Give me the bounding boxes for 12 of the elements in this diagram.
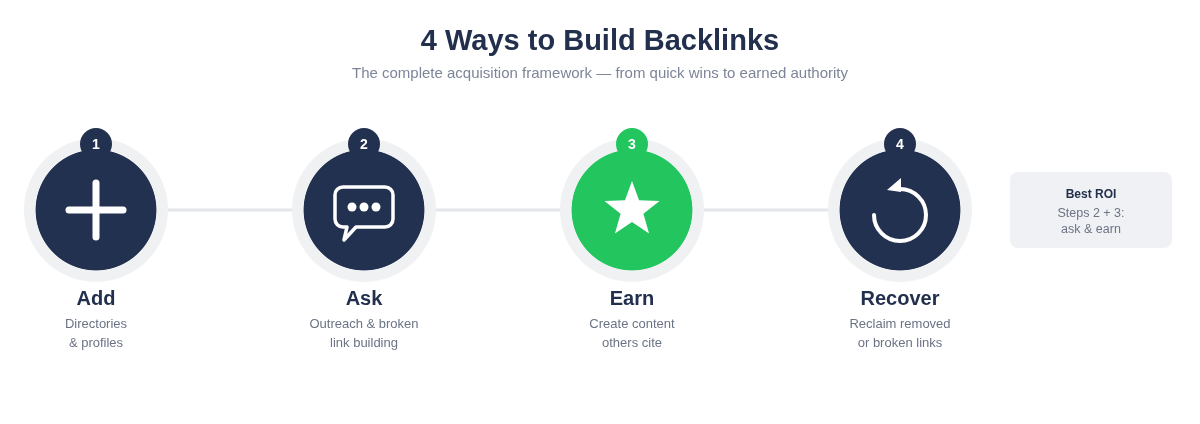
note-title: Best ROI <box>1065 186 1117 202</box>
diagram-title: 4 Ways to Build Backlinks <box>419 23 781 58</box>
step-title: Recover <box>859 286 941 310</box>
diagram-subtitle: The complete acquisition framework — from quick wins to earned authority <box>350 63 850 83</box>
step-description: Outreach & broken link building <box>308 315 420 352</box>
step-title: Earn <box>608 286 656 310</box>
step-description: Directories & profiles <box>63 315 129 352</box>
step-description: Reclaim removed or broken links <box>848 315 952 352</box>
step-description: Create content others cite <box>588 315 676 352</box>
step-title: Ask <box>344 286 384 310</box>
note-text: Steps 2 + 3: ask & earn <box>1056 205 1126 237</box>
step-title: Add <box>75 286 117 310</box>
